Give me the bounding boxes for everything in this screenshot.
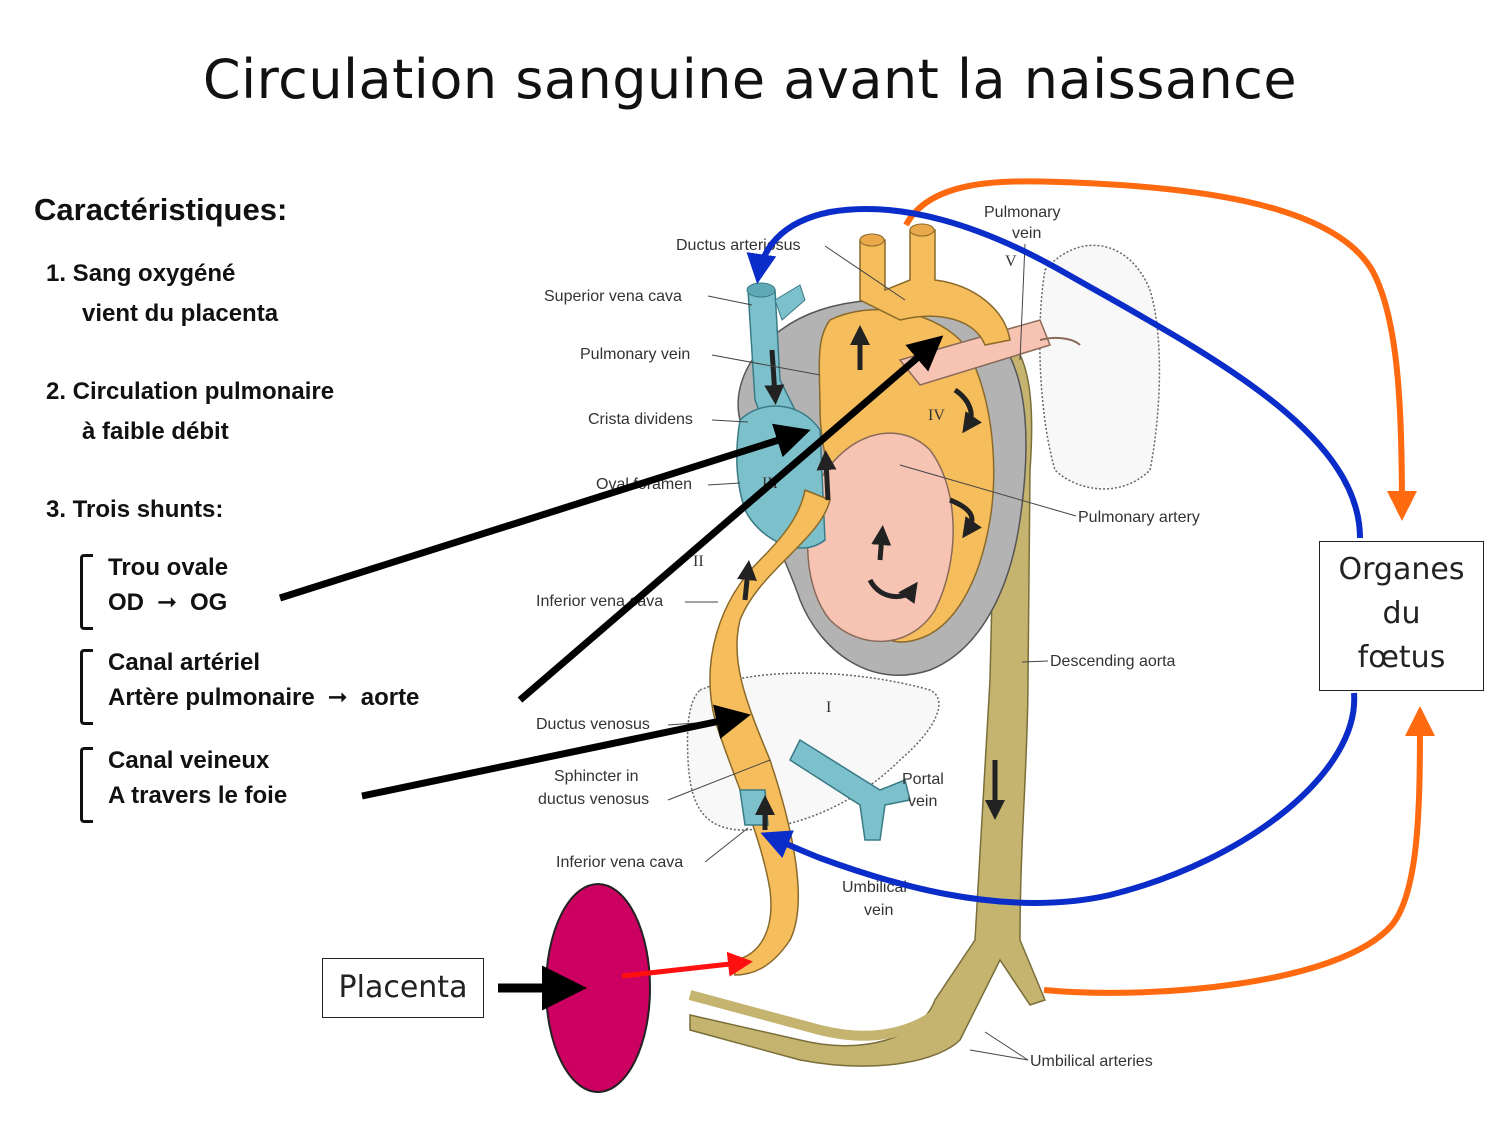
leader-line <box>1019 243 1026 361</box>
shunt1-from: OD <box>108 589 144 616</box>
numeral-V: V <box>1005 253 1017 270</box>
item1-line1: 1. Sang oxygéné <box>46 260 236 287</box>
item-three-shunts: 3. Trois shunts: <box>46 490 223 530</box>
label-pulmonary-vein-left: Pulmonary vein <box>580 346 690 363</box>
characteristics-heading: Caractéristiques: <box>34 192 288 227</box>
shunt2-flow: Artère pulmonaire ➞ aorte <box>80 680 520 715</box>
organes-line2: du <box>1382 596 1421 631</box>
flow-arrow <box>737 560 757 601</box>
leader-line <box>667 759 771 801</box>
flow-arrow <box>764 349 785 405</box>
shunt2-title: Canal artériel <box>108 649 261 676</box>
item2-line2: à faible débit <box>82 418 229 445</box>
leader-line <box>711 419 749 423</box>
shunt3-title: Canal veineux <box>108 747 270 774</box>
label-ductus-arteriosus: Ductus arteriosus <box>676 237 801 254</box>
label-descending-aorta: Descending aorta <box>1050 653 1176 670</box>
numeral-IV: IV <box>928 407 945 424</box>
brace-icon <box>80 554 93 630</box>
red-arrow-placenta <box>621 951 753 979</box>
leader-line <box>707 295 753 306</box>
flow-arrow <box>949 497 982 539</box>
label-umbilical-arteries: Umbilical arteries <box>1030 1053 1153 1070</box>
lung <box>1039 244 1161 490</box>
brace-icon <box>80 649 93 725</box>
leader-line <box>984 1031 1029 1061</box>
leader-line <box>969 1049 1029 1061</box>
label-sphincter-line1: Sphincter in <box>554 768 639 785</box>
slide-title: Circulation sanguine avant la naissance <box>202 48 1298 111</box>
right-arrow-icon: ➞ <box>327 684 348 711</box>
item1-line2: vient du placenta <box>82 300 279 327</box>
leader-line <box>711 354 821 376</box>
numeral-II: II <box>693 553 704 570</box>
label-crista-dividens: Crista dividens <box>588 411 693 428</box>
aorta-vessel-top <box>859 233 885 247</box>
placenta-label-box: Placenta <box>322 958 484 1018</box>
pointer-ductus-venosus <box>361 704 751 800</box>
item-oxygenated-blood: 1. Sang oxygéné vient du placenta <box>46 254 278 334</box>
umbilical-arteries <box>688 986 964 1041</box>
fetal-organs-box: Organes du fœtus <box>1319 541 1484 691</box>
leader-line <box>704 827 749 863</box>
label-pulmonary-artery: Pulmonary artery <box>1078 509 1200 526</box>
leader-line <box>707 482 741 486</box>
label-portal-vein-1: Portal <box>902 771 944 788</box>
portal-vein <box>789 738 911 841</box>
pulmonary-artery-lung-branch <box>1039 336 1081 346</box>
svc-opening <box>746 282 776 298</box>
flow-arrow <box>816 450 837 501</box>
orange-arrow-bottom <box>1043 706 1435 996</box>
leader-line <box>824 245 906 301</box>
aorta-vessel-top <box>909 223 935 237</box>
label-pulmonary-vein-top-1: Pulmonary <box>984 204 1060 221</box>
pointer-ductus-arteriosus <box>517 335 944 703</box>
shunt2-from: Artère pulmonaire <box>108 684 315 711</box>
svc-branch <box>774 284 806 321</box>
label-portal-vein-2: vein <box>908 793 937 810</box>
label-umbilical-vein-2: vein <box>864 902 893 919</box>
flow-arrow <box>871 525 892 561</box>
blue-arrow-bottom <box>760 692 1358 906</box>
shunt-oval-foramen: Trou ovale OD ➞ OG <box>80 550 520 630</box>
right-arrow-icon: ➞ <box>156 589 178 616</box>
pointer-oval-foramen <box>278 423 811 602</box>
shunt-ductus-venosus: Canal veineux A travers le foie <box>80 743 520 823</box>
leader-line <box>1021 660 1049 663</box>
label-ductus-venosus: Ductus venosus <box>536 716 650 733</box>
blue-arrow-top <box>746 206 1363 539</box>
shunt2-to: aorte <box>360 684 420 711</box>
characteristics-panel: Caractéristiques: 1. Sang oxygéné vient … <box>0 0 520 1125</box>
brace-icon <box>80 747 93 823</box>
shunt1-flow: OD ➞ OG <box>80 585 520 620</box>
item-pulmonary-circulation: 2. Circulation pulmonaire à faible débit <box>46 372 334 452</box>
item2-line1: 2. Circulation pulmonaire <box>46 378 335 405</box>
organes-line1: Organes <box>1338 552 1465 587</box>
flow-arrow <box>953 387 982 434</box>
leader-line <box>899 464 1077 517</box>
shunt1-title: Trou ovale <box>108 554 229 581</box>
label-superior-vena-cava: Superior vena cava <box>544 288 682 305</box>
orange-arrow-top <box>903 178 1417 521</box>
label-pulmonary-vein-top-2: vein <box>1012 225 1041 242</box>
shunt1-to: OG <box>190 589 228 616</box>
flow-arrow <box>867 578 918 604</box>
shunt3-line2: A travers le foie <box>108 782 288 809</box>
organes-line3: fœtus <box>1357 640 1446 675</box>
label-sphincter-line2: ductus venosus <box>538 791 649 808</box>
item3-label: 3. Trois shunts: <box>46 496 224 523</box>
label-inferior-vena-cava-lower: Inferior vena cava <box>556 854 683 871</box>
shunt-ductus-arteriosus: Canal artériel Artère pulmonaire ➞ aorte <box>80 645 520 725</box>
numeral-I: I <box>826 699 831 716</box>
